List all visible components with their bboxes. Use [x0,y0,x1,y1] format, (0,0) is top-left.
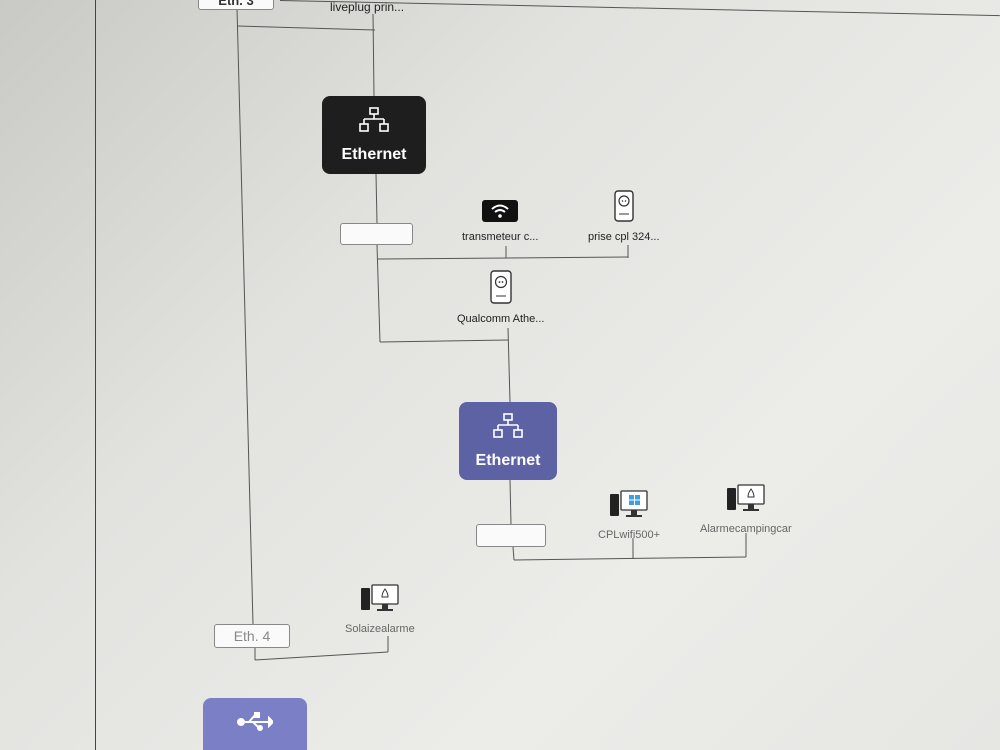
panel-border [95,0,96,750]
device-label-liveplug[interactable]: liveplug prin... [330,0,405,14]
device-label: Solaizealarme [345,623,415,635]
usb-icon [237,712,275,737]
device-transmetteur[interactable]: transmeteur c... [462,200,538,243]
wifi-icon [482,200,519,227]
device-label: Qualcomm Athe... [457,313,545,325]
powerline-adapter-icon [490,270,512,309]
port-empty[interactable] [476,524,546,547]
windows-computer-icon [609,490,649,525]
port-eth3[interactable]: Eth. 3 [198,0,274,10]
ethernet-node-label: Ethernet [341,145,407,163]
device-label: CPLwifi500+ [598,529,661,541]
device-qualcomm[interactable]: Qualcomm Athe... [457,270,544,325]
device-solaizealarme[interactable]: Solaizealarme [345,584,415,635]
usb-node[interactable] [203,698,307,750]
device-label: transmeteur c... [462,231,539,243]
ethernet-node-label: Ethernet [475,451,541,469]
device-alarmecampingcar[interactable]: Alarmecampingcar [700,484,792,535]
port-empty[interactable] [340,223,413,245]
linux-computer-icon [360,584,400,619]
port-eth4[interactable]: Eth. 4 [214,624,290,648]
ethernet-node-second[interactable]: Ethernet [459,402,557,480]
device-prise-cpl[interactable]: prise cpl 324... [588,190,660,243]
network-icon [491,412,525,444]
powerline-adapter-icon [614,190,634,227]
device-label: prise cpl 324... [588,231,660,243]
device-cplwifi500[interactable]: CPLwifi500+ [598,490,660,541]
ethernet-node-top[interactable]: Ethernet [322,96,426,174]
linux-computer-icon [726,484,766,519]
network-icon [357,106,391,138]
device-label: Alarmecampingcar [700,523,792,535]
